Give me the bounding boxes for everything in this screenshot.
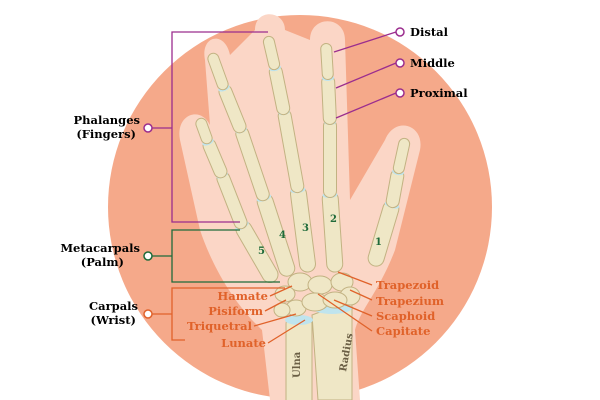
phalanges-bracket (171, 31, 268, 223)
carpals-sublabel: (Wrist) (91, 313, 137, 327)
proximal-dot (395, 88, 405, 98)
proximal-leader (335, 92, 397, 119)
finger-bone (236, 127, 269, 201)
lunate-label: Lunate (221, 336, 266, 350)
finger-bone (208, 53, 228, 90)
leader-lines (143, 27, 405, 344)
metacarpals-label: Metacarpals (60, 241, 140, 255)
metacarpals-sublabel: (Palm) (81, 255, 124, 269)
carpal-bone (273, 302, 291, 318)
finger-bone (257, 194, 295, 276)
finger-bone (322, 191, 343, 272)
finger-bone (263, 36, 280, 70)
distal-leader (333, 31, 397, 53)
carpal-leader (333, 299, 373, 317)
scaphoid-label: Scaphoid (376, 309, 435, 323)
hamate-label: Hamate (217, 289, 268, 303)
carpal-leader (267, 319, 306, 344)
carpal-leader (264, 299, 287, 312)
finger-bone (291, 186, 315, 272)
finger-bone (368, 201, 399, 266)
finger-bone (217, 172, 247, 229)
proximal-label: Proximal (410, 86, 468, 100)
phalanges-dot (143, 123, 153, 133)
trapezium-label: Trapezium (376, 294, 444, 308)
metacarpal-number-4: 4 (279, 230, 286, 241)
trapezoid-label: Trapezoid (376, 278, 439, 292)
bones (195, 35, 411, 400)
carpal-leader (317, 293, 373, 332)
finger-bone (236, 221, 278, 283)
metacarpal-number-2: 2 (330, 214, 337, 225)
finger-bone (196, 118, 212, 144)
finger-bone (219, 85, 246, 133)
carpal-leader (253, 313, 297, 327)
carpals-dot (143, 309, 153, 319)
carpal-leader (349, 289, 373, 301)
finger-bone (203, 139, 227, 178)
metacarpal-number-3: 3 (302, 223, 309, 234)
carpal-leader (269, 285, 293, 297)
triquetral-label: Triquetral (187, 319, 253, 333)
carpals-label: Carpals (89, 299, 138, 313)
ulna-label: Ulna (292, 351, 303, 378)
finger-bone (321, 43, 333, 80)
metacarpal-number-5: 5 (258, 246, 265, 257)
capitate-label: Capitate (376, 324, 430, 338)
metacarpals-dot (143, 251, 153, 261)
finger-bone (269, 65, 290, 115)
ulna-cartilage (285, 315, 313, 325)
carpal-leader (337, 271, 373, 286)
finger-bone (393, 138, 410, 174)
middle-dot (395, 58, 405, 68)
phalanges-label: Phalanges (74, 113, 140, 127)
middle-label: Middle (410, 56, 455, 70)
pisiform-label: Pisiform (208, 304, 263, 318)
finger-bone (278, 109, 304, 193)
finger-bone (386, 169, 404, 208)
distal-dot (395, 27, 405, 37)
phalanges-sublabel: (Fingers) (76, 127, 136, 141)
metacarpal-number-1: 1 (375, 237, 382, 248)
distal-label: Distal (410, 25, 449, 39)
finger-bone (322, 75, 336, 125)
carpal-bone (307, 275, 333, 295)
middle-leader (335, 62, 397, 89)
